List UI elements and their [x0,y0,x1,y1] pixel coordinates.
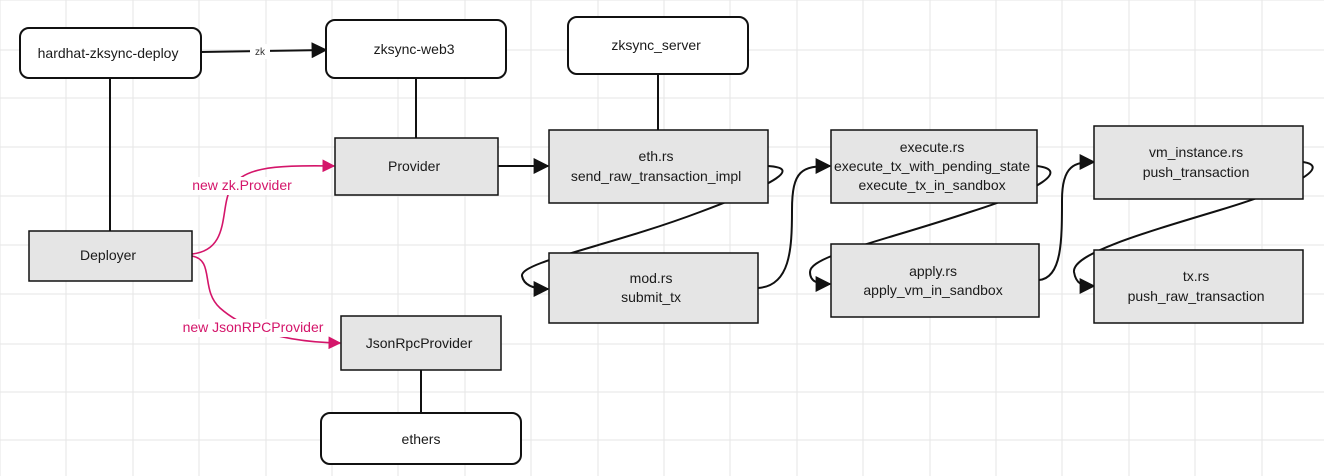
node-zksync-server [567,16,749,75]
label-zksync-web3: zksync-web3 [374,41,455,57]
node-eth-rs [548,129,769,204]
label-tx-rs-line2: push_raw_transaction [1128,288,1265,304]
edge-vm-instance-tx [1072,161,1314,294]
label-eth-rs-line2: send_raw_transaction_impl [571,168,741,184]
edge-deployer-jsonrpc [191,255,342,350]
label-mod-rs-line1: mod.rs [630,270,673,286]
label-hardhat-zksync-deploy: hardhat-zksync-deploy [38,45,179,61]
label-tx-rs-line1: tx.rs [1183,268,1209,284]
label-eth-rs-line1: eth.rs [639,148,674,164]
label-vm-instance-rs-line1: vm_instance.rs [1149,144,1243,160]
label-execute-rs-line3: execute_tx_in_sandbox [859,177,1006,193]
node-provider [334,137,499,196]
node-deployer [28,230,193,282]
node-zksync-web3 [325,19,507,79]
node-apply-rs [830,243,1040,318]
node-jsonrpc-provider [340,315,502,371]
node-hardhat-zksync-deploy [19,27,202,79]
node-tx-rs [1093,249,1304,324]
label-ethers: ethers [402,431,441,447]
edge-apply-vm-instance [1038,154,1096,281]
node-ethers [320,412,522,465]
label-execute-rs-line1: execute.rs [900,139,965,155]
svg-text:hardhat-zksync-deploy zksy: hardhat-zksync-deploy zksync-web3 zksync… [38,37,1269,447]
label-execute-rs-line2: execute_tx_with_pending_state [834,158,1030,174]
label-apply-rs-line2: apply_vm_in_sandbox [863,282,1002,298]
edge-label-new-zk-provider: new zk.Provider [192,177,292,193]
label-zksync-server: zksync_server [611,37,701,53]
edge-eth-mod [521,165,784,297]
label-vm-instance-rs-line2: push_transaction [1143,164,1250,180]
node-mod-rs [548,252,759,324]
edge-execute-apply [808,165,1052,292]
node-execute-rs [830,129,1038,204]
edge-label-new-jsonrpc-provider: new JsonRPCProvider [183,319,324,335]
label-apply-rs-line1: apply.rs [909,263,957,279]
edge-mod-execute [757,158,832,289]
node-vm-instance-rs [1093,125,1304,200]
label-jsonrpc-provider: JsonRpcProvider [366,335,473,351]
label-mod-rs-line2: submit_tx [621,289,681,305]
edge-label-zk: zk [255,47,266,58]
label-provider: Provider [388,158,440,174]
label-deployer: Deployer [80,247,136,263]
